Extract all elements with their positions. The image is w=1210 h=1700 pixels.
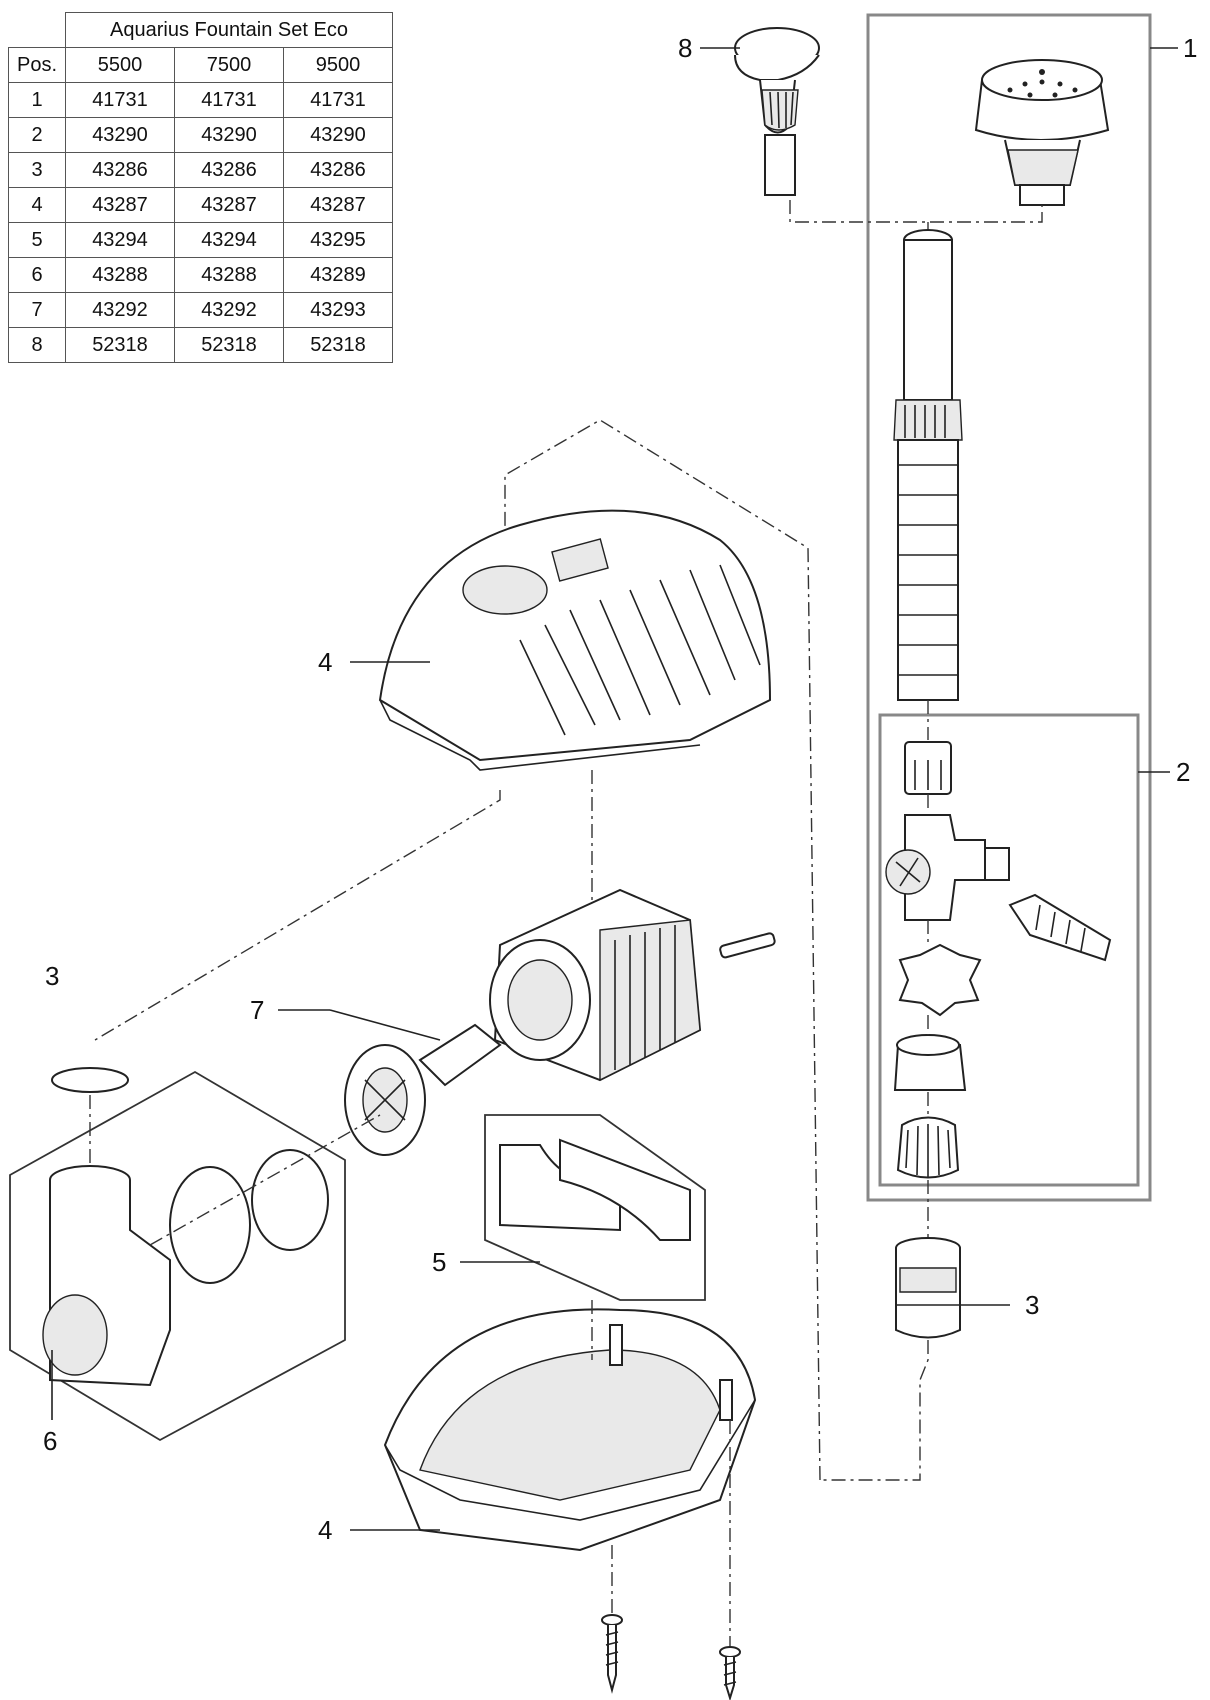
part-number-cell: 52318: [174, 327, 284, 363]
pos-cell: 1: [8, 82, 66, 118]
callout-4-top: 4: [318, 647, 332, 677]
motor-icon: [489, 888, 776, 1082]
callout-3-right: 3: [1025, 1290, 1039, 1320]
pos-cell: 7: [8, 292, 66, 328]
part-number-cell: 43286: [174, 152, 284, 188]
part-number-cell: 43292: [174, 292, 284, 328]
callout-2: 2: [1176, 757, 1190, 787]
seal-ring-icon: [51, 1067, 129, 1093]
connection-line: [789, 200, 1043, 223]
table-header-row: Pos. 5500 7500 9500: [8, 47, 393, 83]
telescopic-tube-icon: [893, 229, 963, 701]
nozzle-icon: [734, 27, 820, 196]
pos-cell: 8: [8, 327, 66, 363]
part-number-cell: 41731: [283, 82, 393, 118]
valve-assembly-icon: [885, 741, 1112, 1179]
model-header: 7500: [174, 47, 284, 83]
part-number-cell: 43288: [174, 257, 284, 293]
fountain-head-icon: [974, 59, 1110, 206]
rotor-icon: [344, 1023, 502, 1156]
pump-housing-icon: [42, 1149, 329, 1387]
parts-table: Aquarius Fountain Set Eco Pos. 5500 7500…: [8, 12, 393, 363]
part-number-cell: 43292: [65, 292, 175, 328]
callout-1: 1: [1183, 33, 1197, 63]
assembly-6-frame: [9, 1070, 346, 1442]
leader-line-7: [329, 1009, 441, 1041]
callout-3-left: 3: [45, 961, 59, 991]
assembly-5-frame: [484, 1114, 706, 1301]
part-number-cell: 43290: [174, 117, 284, 153]
screw-icon: [719, 1420, 741, 1700]
connection-line: [149, 1114, 381, 1246]
part-number-cell: 43287: [174, 187, 284, 223]
model-header: 9500: [283, 47, 393, 83]
assembly-1-frame: [866, 13, 1152, 1202]
foam-pad-icon: [499, 1138, 691, 1241]
pos-cell: 4: [8, 187, 66, 223]
connection-line: [820, 1340, 929, 1481]
part-number-cell: 43287: [65, 187, 175, 223]
callout-6: 6: [43, 1426, 57, 1456]
bottom-housing-icon: [383, 1308, 757, 1552]
adapter-icon: [895, 1237, 961, 1339]
part-number-cell: 43294: [65, 222, 175, 258]
callout-7: 7: [250, 995, 264, 1025]
callout-4-bottom: 4: [318, 1515, 332, 1545]
part-number-cell: 43286: [283, 152, 393, 188]
part-number-cell: 43294: [174, 222, 284, 258]
pos-cell: 2: [8, 117, 66, 153]
callout-5: 5: [432, 1247, 446, 1277]
part-number-cell: 43293: [283, 292, 393, 328]
assembly-2-frame: [878, 713, 1140, 1187]
pos-cell: 5: [8, 222, 66, 258]
screw-icon: [601, 1545, 623, 1694]
callout-8: 8: [678, 33, 692, 63]
part-number-cell: 43290: [283, 117, 393, 153]
part-number-cell: 52318: [283, 327, 393, 363]
top-cover-icon: [378, 509, 772, 771]
connection-line: [94, 790, 501, 1041]
pos-cell: 3: [8, 152, 66, 188]
part-number-cell: 43290: [65, 117, 175, 153]
